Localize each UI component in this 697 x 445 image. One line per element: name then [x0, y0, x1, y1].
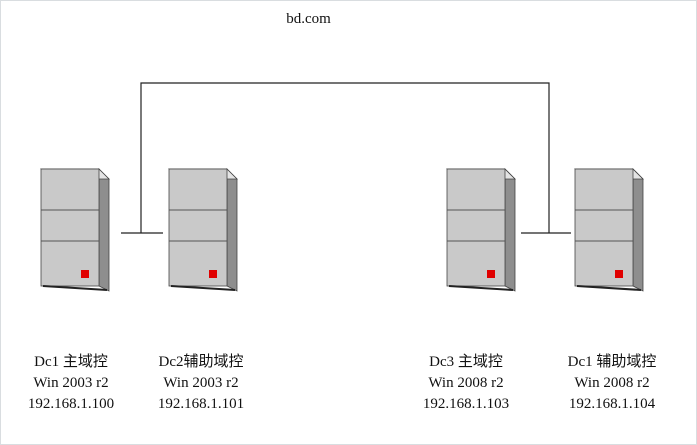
status-led [615, 270, 623, 278]
server-ip: 192.168.1.104 [568, 396, 656, 412]
server-ip: 192.168.1.100 [27, 396, 115, 412]
server-label-dc4: Dc1 辅助域控 Win 2008 r2 192.168.1.104 [542, 352, 682, 415]
server-icon [168, 168, 238, 292]
domain-title: bd.com [286, 11, 331, 27]
server-os: Win 2008 r2 [574, 375, 650, 391]
server-ip: 192.168.1.103 [422, 396, 510, 412]
server-name: Dc2辅助域控 [158, 354, 244, 370]
server-icon [40, 168, 110, 292]
server-name: Dc3 主域控 [429, 354, 503, 370]
server-name: Dc1 主域控 [34, 354, 108, 370]
connection-lines [121, 82, 571, 234]
server-label-dc2: Dc2辅助域控 Win 2003 r2 192.168.1.101 [131, 352, 271, 415]
status-led [209, 270, 217, 278]
status-led [487, 270, 495, 278]
server-icon [446, 168, 516, 292]
server-icon [574, 168, 644, 292]
server-label-dc1: Dc1 主域控 Win 2003 r2 192.168.1.100 [1, 352, 141, 415]
server-ip: 192.168.1.101 [157, 396, 245, 412]
server-name: Dc1 辅助域控 [567, 354, 657, 370]
server-label-dc3: Dc3 主域控 Win 2008 r2 192.168.1.103 [396, 352, 536, 415]
server-os: Win 2003 r2 [163, 375, 239, 391]
server-os: Win 2008 r2 [428, 375, 504, 391]
server-os: Win 2003 r2 [33, 375, 109, 391]
status-led [81, 270, 89, 278]
backbone-link [140, 82, 550, 233]
